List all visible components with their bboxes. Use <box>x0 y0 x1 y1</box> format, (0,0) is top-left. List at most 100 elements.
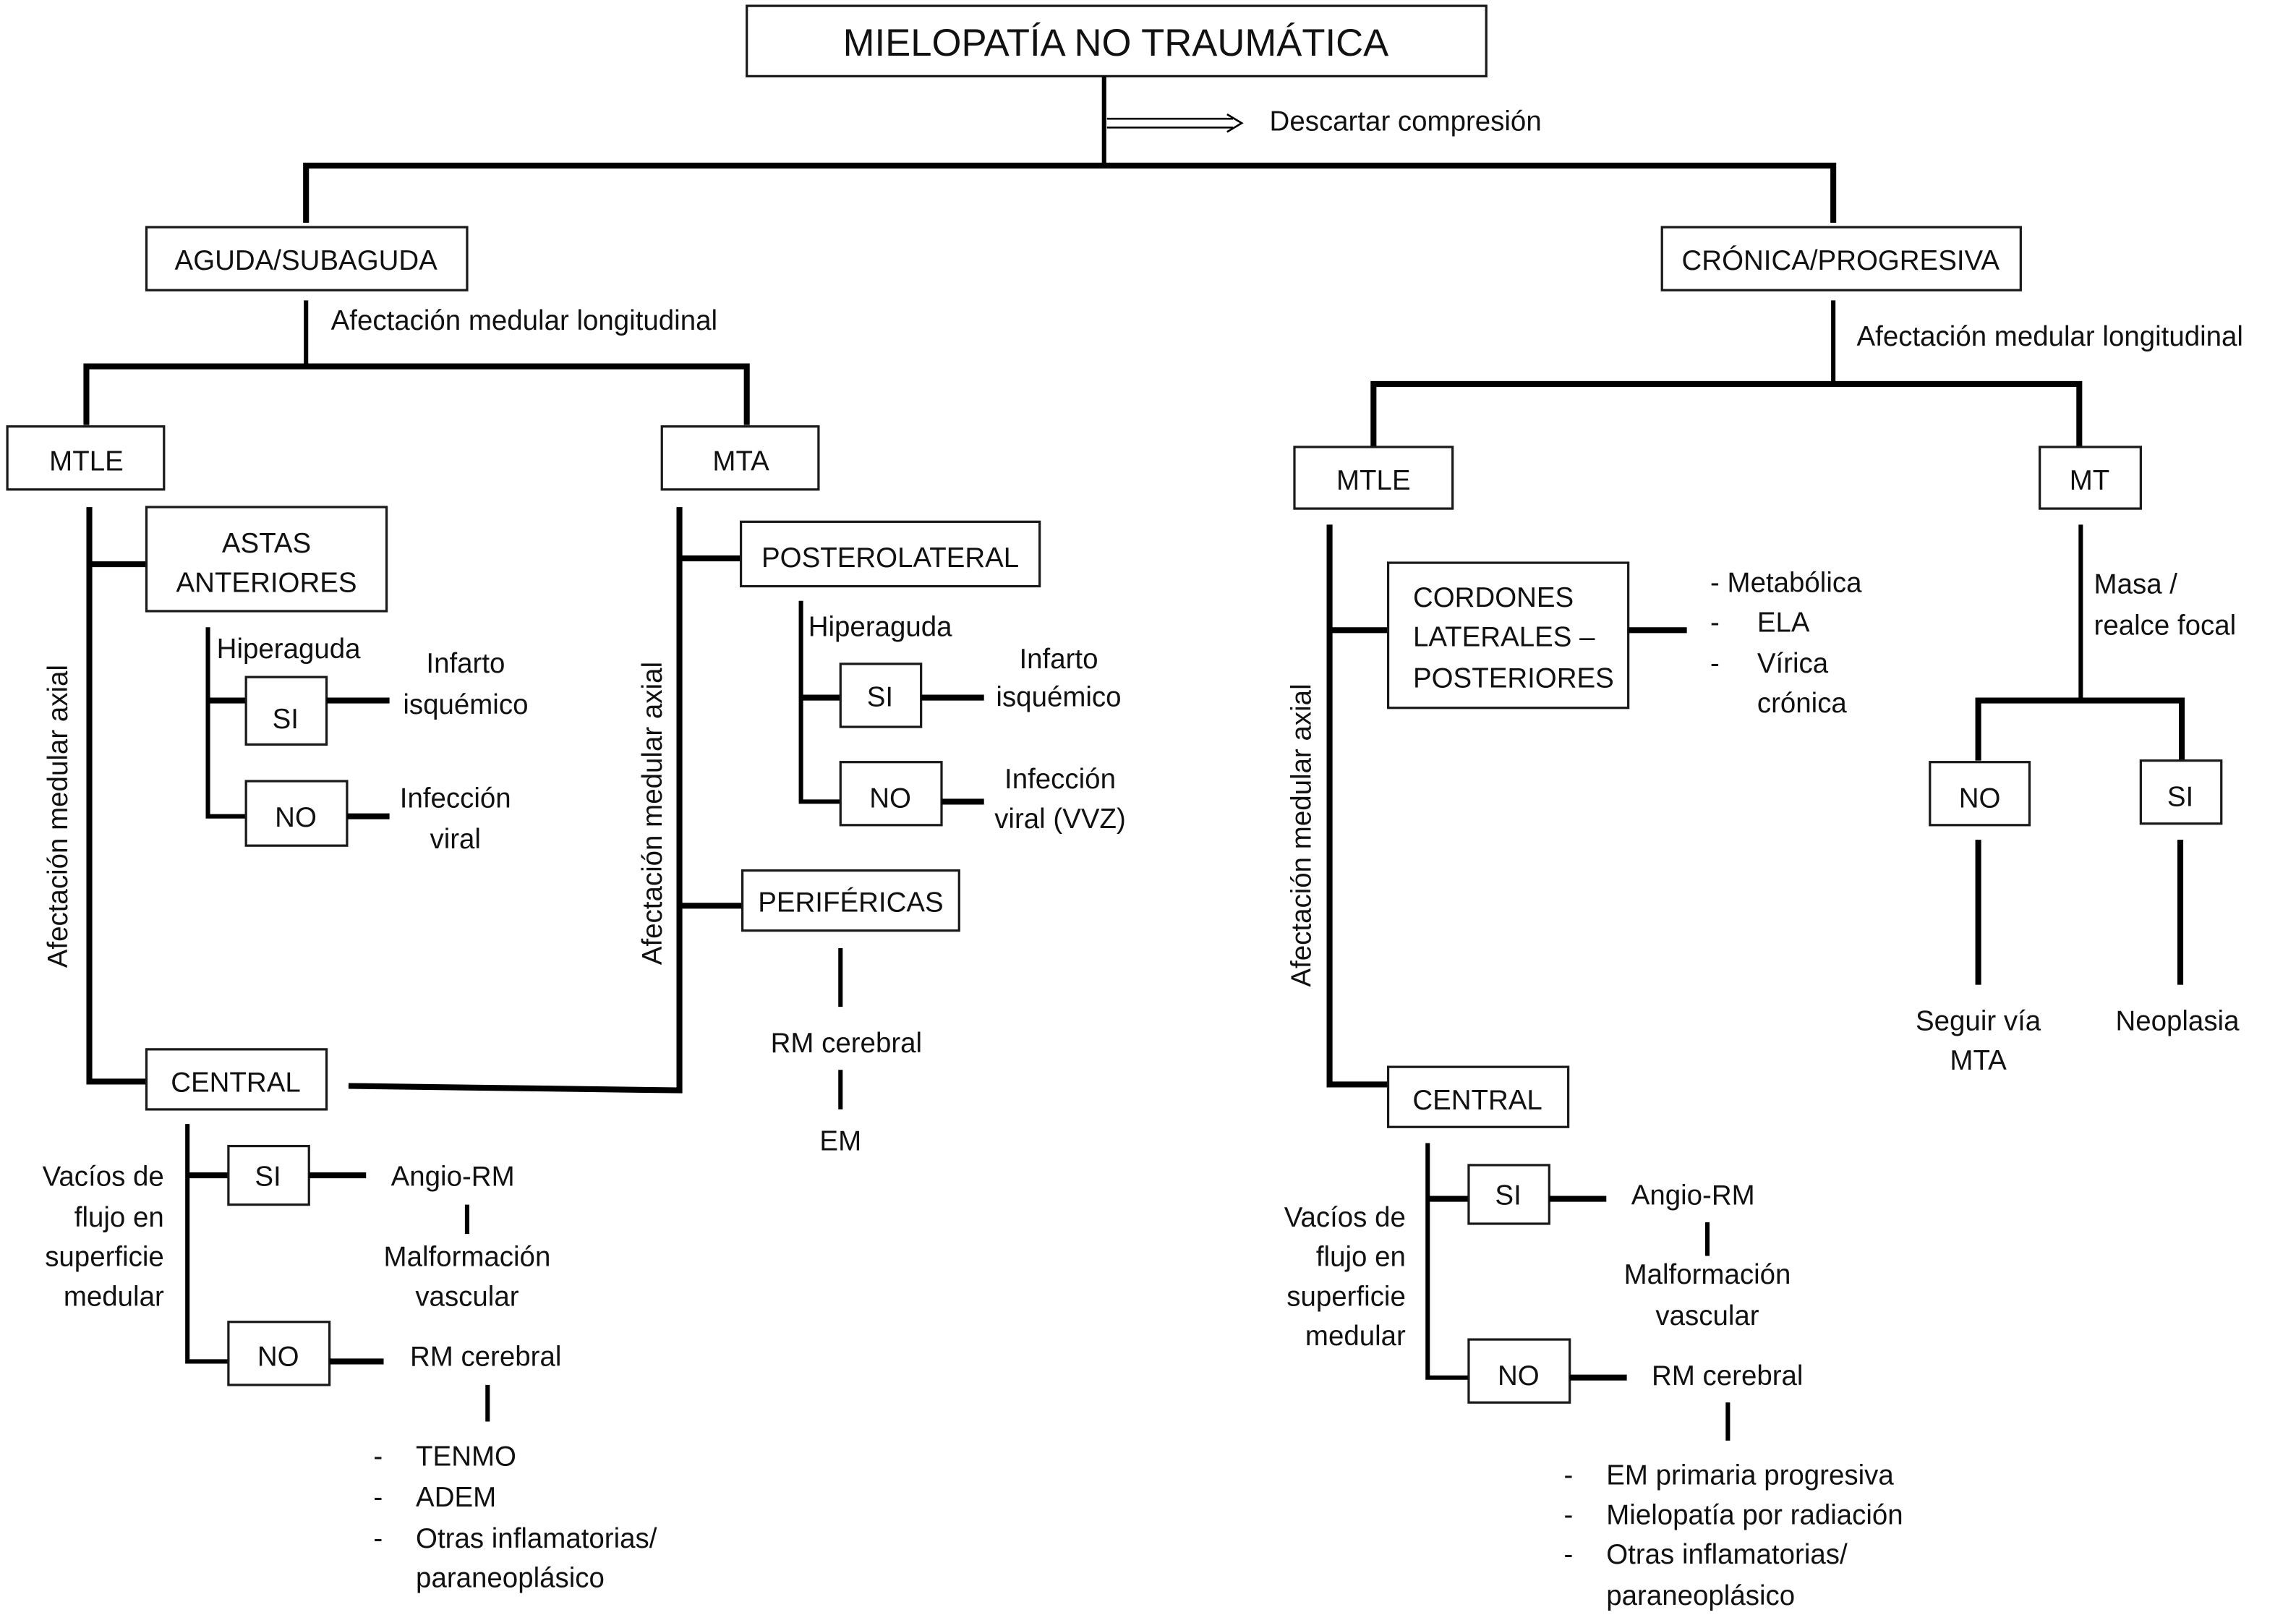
list-item: Mielopatía por radiación <box>1606 1499 1903 1530</box>
list-item: EM primaria progresiva <box>1606 1460 1894 1491</box>
mt-split-connector <box>1975 697 2185 761</box>
lateral-posterior-cords-box <box>1386 561 1630 710</box>
mt-question: Masa / <box>2094 569 2178 600</box>
posterolateral-no-label: NO <box>869 783 911 814</box>
acute-mtle-label: MTLE <box>49 446 124 477</box>
list-bullet: - <box>1710 648 1720 679</box>
list-bullet: - <box>373 1441 383 1472</box>
posterolateral-yes-label: SI <box>867 682 893 713</box>
lateral-posterior-results: - Metabólica - ELA - Vírica crónica <box>1710 568 1862 719</box>
acute-central-no-step: RM cerebral <box>410 1342 561 1373</box>
chronic-central-yes-label: SI <box>1495 1180 1521 1211</box>
anterior-horns-decision-line <box>205 627 247 819</box>
chronic-label: CRÓNICA/PROGRESIVA <box>1682 245 2000 276</box>
acute-mtle-box <box>6 425 166 491</box>
mt-no-result: Seguir vía <box>1916 1005 2041 1036</box>
double-arrow-icon <box>1106 113 1244 133</box>
chronic-central-no-box <box>1467 1338 1571 1404</box>
chronic-central-label: CENTRAL <box>1412 1085 1542 1116</box>
chronic-mtle-axial-label: Afectación medular axial <box>1286 683 1317 987</box>
anterior-horns-no-label: NO <box>275 802 317 833</box>
peripheral-result: EM <box>819 1126 861 1157</box>
list-item: paraneoplásico <box>1606 1580 1795 1611</box>
acute-central-yes-result: Malformación <box>384 1242 551 1273</box>
list-bullet: - <box>1564 1539 1574 1570</box>
mt-yes-box <box>2139 759 2223 825</box>
mt-box <box>2039 446 2142 510</box>
mta-label: MTA <box>712 446 769 477</box>
title: MIELOPATÍA NO TRAUMÁTICA <box>843 22 1389 64</box>
posterolateral-yes-result: isquémico <box>996 682 1121 713</box>
acute-central-yes-result: vascular <box>415 1281 518 1312</box>
chronic-central-no-results: - EM primaria progresiva - Mielopatía po… <box>1564 1460 1903 1611</box>
list-item: ELA <box>1757 607 1810 638</box>
acute-central-yes-box <box>227 1144 310 1206</box>
list-bullet: - <box>1564 1499 1574 1530</box>
chronic-central-question: medular <box>1305 1321 1406 1352</box>
acute-label: AGUDA/SUBAGUDA <box>175 245 438 276</box>
acute-central-box <box>145 1048 328 1111</box>
chronic-central-no-label: NO <box>1498 1360 1540 1392</box>
chronic-central-yes-result: Malformación <box>1624 1259 1791 1290</box>
chronic-central-yes-result: vascular <box>1655 1300 1759 1331</box>
mta-axial-label: Afectación medular axial <box>637 662 668 965</box>
chronic-central-yes-box <box>1467 1164 1550 1225</box>
posterolateral-no-result: viral (VVZ) <box>994 804 1126 835</box>
acute-box <box>145 226 469 291</box>
acute-central-yes-label: SI <box>255 1161 281 1192</box>
lateral-posterior-cords-label: CORDONES <box>1413 582 1574 613</box>
acute-longitudinal-label: Afectación medular longitudinal <box>331 305 717 336</box>
acute-central-yes-step: Angio-RM <box>391 1161 515 1192</box>
mt-yes-result: Neoplasia <box>2115 1005 2240 1036</box>
posterolateral-yes-result: Infarto <box>1019 644 1098 675</box>
anterior-horns-yes-box <box>244 676 328 746</box>
chronic-central-yes-step: Angio-RM <box>1631 1180 1755 1211</box>
chronic-split-connector <box>1370 380 2083 448</box>
acute-central-no-box <box>227 1321 331 1386</box>
lateral-posterior-cords-label: POSTERIORES <box>1413 662 1614 694</box>
posterolateral-question: Hiperaguda <box>808 611 952 642</box>
list-item: TENMO <box>416 1441 516 1472</box>
acute-central-no-results: - TENMO - ADEM - Otras inflamatorias/ pa… <box>373 1441 657 1593</box>
lateral-posterior-cords-label: LATERALES – <box>1413 622 1595 653</box>
chronic-central-question: superficie <box>1286 1281 1406 1312</box>
acute-central-no-label: NO <box>257 1342 299 1373</box>
posterolateral-box <box>739 520 1041 588</box>
list-item: paraneoplásico <box>416 1562 605 1593</box>
anterior-horns-yes-result: Infarto <box>426 648 505 679</box>
list-item: Otras inflamatorias/ <box>416 1523 657 1554</box>
mt-no-box <box>1929 761 2031 827</box>
anterior-horns-question: Hiperaguda <box>217 634 361 665</box>
chronic-central-question: flujo en <box>1316 1242 1406 1273</box>
acute-mtle-axial-line <box>86 507 147 1085</box>
chronic-box <box>1660 226 2022 291</box>
posterolateral-yes-box <box>839 662 923 728</box>
mt-question: realce focal <box>2094 610 2237 641</box>
mt-no-result: MTA <box>1950 1045 2007 1076</box>
peripheral-label: PERIFÉRICAS <box>758 887 943 918</box>
anterior-horns-no-result: Infección <box>400 783 511 814</box>
list-bullet: - <box>373 1523 383 1554</box>
posterolateral-no-box <box>839 761 943 827</box>
list-bullet: - <box>1564 1460 1574 1491</box>
acute-split-connector <box>83 363 750 425</box>
title-box <box>746 4 1488 77</box>
list-bullet: - <box>1710 607 1720 638</box>
mt-label: MT <box>2070 465 2110 496</box>
acute-central-label: CENTRAL <box>171 1068 300 1099</box>
chronic-central-box <box>1386 1065 1570 1128</box>
posterolateral-decision-line <box>798 600 841 804</box>
peripheral-step: RM cerebral <box>771 1028 922 1059</box>
acute-central-question: superficie <box>45 1242 164 1273</box>
acute-central-question: flujo en <box>74 1202 164 1233</box>
anterior-horns-yes-result: isquémico <box>403 689 528 720</box>
chronic-longitudinal-label: Afectación medular longitudinal <box>1857 321 2243 352</box>
acute-mtle-axial-label: Afectación medular axial <box>43 665 74 968</box>
anterior-horns-label: ANTERIORES <box>176 568 357 599</box>
mt-no-label: NO <box>1959 783 2001 814</box>
chronic-central-question: Vacíos de <box>1284 1202 1406 1233</box>
list-item: ADEM <box>416 1482 496 1513</box>
mta-axial-line <box>348 507 683 1094</box>
anterior-horns-box <box>145 506 388 613</box>
anterior-horns-yes-label: SI <box>273 704 299 735</box>
